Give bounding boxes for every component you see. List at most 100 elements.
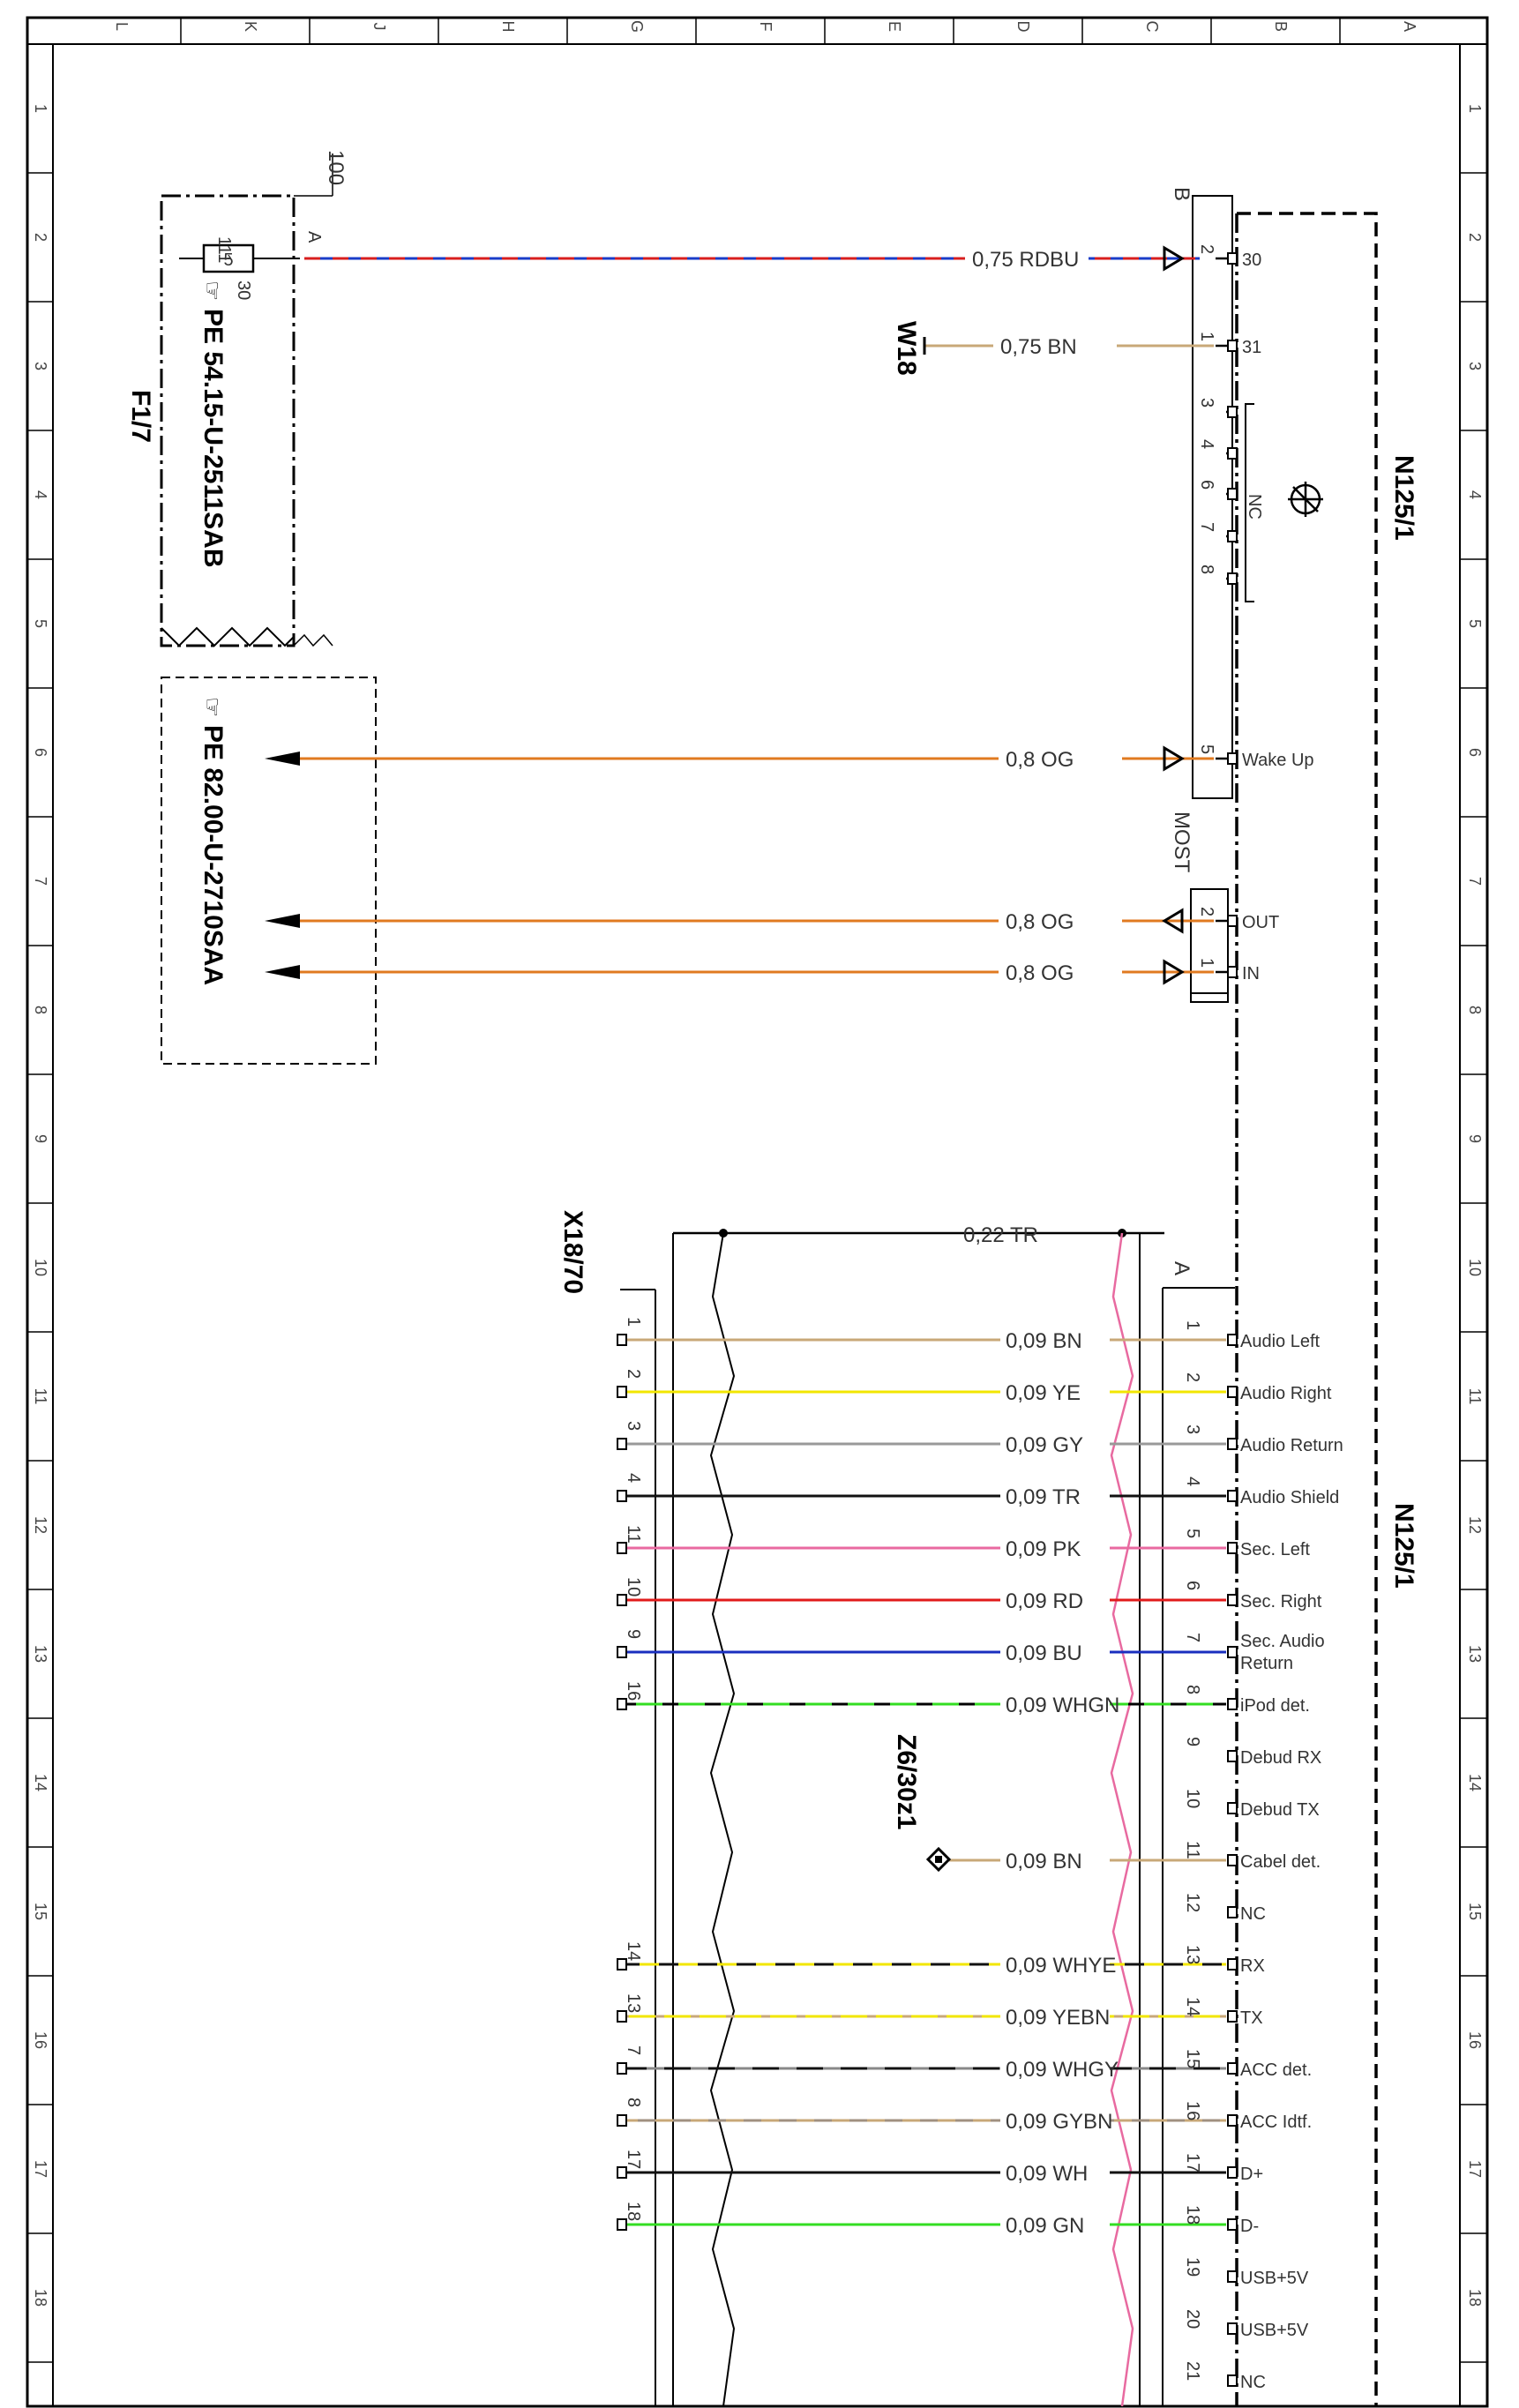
pin-number: 15 xyxy=(1183,2049,1202,2068)
pin-number: 20 xyxy=(1183,2309,1202,2329)
pin-terminal xyxy=(1227,1438,1238,1450)
page-reference-text[interactable]: PE 82.00-U-2710SAA xyxy=(198,725,228,985)
x18-pin-terminal xyxy=(617,1958,627,1971)
pin-number: 4 xyxy=(1197,439,1216,449)
module-reference-bottom: N125/1 xyxy=(1389,1503,1418,1589)
pin-terminal xyxy=(1227,340,1238,352)
row-label: 1 xyxy=(32,104,49,113)
wire-label-bg xyxy=(993,333,1117,358)
x18-pin-terminal xyxy=(617,1438,627,1450)
x18-pin-number: 4 xyxy=(624,1473,643,1483)
pin-terminal xyxy=(1227,1958,1238,1971)
row-label: 2 xyxy=(32,233,49,242)
speaker-transistor-icon xyxy=(1288,482,1323,517)
drawing-border xyxy=(27,43,1487,2406)
hand-pointer-icon: ☞ xyxy=(199,697,226,717)
module-connector-b: B xyxy=(1170,187,1194,201)
pin-terminal xyxy=(1227,1698,1238,1710)
row-label: 1 xyxy=(1466,104,1484,113)
pin-label: TX xyxy=(1240,2008,1263,2028)
row-label: 17 xyxy=(1466,2160,1484,2178)
pin-number: 3 xyxy=(1183,1425,1202,1434)
pin-label: USB+5V xyxy=(1240,2321,1309,2340)
row-label: 13 xyxy=(32,1645,49,1663)
pin-label: ACC det. xyxy=(1240,2060,1312,2080)
row-label: 14 xyxy=(1466,1774,1484,1791)
row-label: 18 xyxy=(32,2289,49,2307)
x18-pin-terminal xyxy=(617,1594,627,1606)
wire-label: 0,09 BN xyxy=(1006,1850,1082,1873)
x18-pin-terminal xyxy=(617,2010,627,2023)
wire-label: 0,09 BN xyxy=(1006,1329,1082,1353)
row-label: 10 xyxy=(1466,1259,1484,1276)
wire-label: 0,09 GN xyxy=(1006,2214,1084,2238)
pin-number: 16 xyxy=(1183,2101,1202,2120)
pin-terminal xyxy=(1227,966,1238,978)
wire-label-bg xyxy=(1000,2003,1110,2028)
pin-number: 8 xyxy=(1183,1685,1202,1694)
x18-pin-terminal xyxy=(617,1542,627,1554)
pin-number: 19 xyxy=(1183,2257,1202,2277)
pin-label: 31 xyxy=(1242,338,1261,357)
pin-number: 11 xyxy=(1183,1841,1202,1859)
wire-label: 0,09 GYBN xyxy=(1006,2110,1112,2134)
row-label: 2 xyxy=(1466,233,1484,242)
x18-pin-number: 11 xyxy=(624,1525,643,1544)
column-label: E xyxy=(886,21,903,32)
x18-pin-number: 14 xyxy=(624,1941,643,1961)
row-label: 11 xyxy=(1466,1388,1484,1405)
x18-pin-terminal xyxy=(617,2166,627,2179)
pin-number: 2 xyxy=(1183,1372,1202,1382)
splice-reference: Z6/30z1 xyxy=(892,1734,921,1829)
pin-label: Audio Left xyxy=(1240,1332,1321,1351)
most-connector xyxy=(1190,888,1229,1003)
nc-bracket-label: NC xyxy=(1245,494,1264,520)
pin-number: 8 xyxy=(1197,565,1216,574)
column-label: C xyxy=(1143,21,1161,33)
row-label: 3 xyxy=(1466,362,1484,370)
fuse-pin: A xyxy=(304,231,324,243)
x18-pin-number: 10 xyxy=(624,1577,643,1597)
row-label: 12 xyxy=(32,1516,49,1534)
wire-label-bg xyxy=(999,960,1122,984)
wire-label-bg xyxy=(999,746,1122,771)
row-label: 9 xyxy=(32,1134,49,1143)
pin-terminal xyxy=(1227,447,1238,460)
sec-audio-return-line2: Return xyxy=(1240,1654,1293,1673)
pin-number: 1 xyxy=(1197,332,1216,341)
wire-label: 0,09 WHYE xyxy=(1006,1954,1116,1978)
column-label: G xyxy=(628,20,646,33)
pin-number: 2 xyxy=(1197,907,1216,916)
wire-label: 0,09 WH xyxy=(1006,2162,1088,2186)
column-label: F xyxy=(757,22,774,32)
x18-pin-number: 3 xyxy=(624,1421,643,1431)
pin-label: RX xyxy=(1240,1956,1265,1976)
row-label: 11 xyxy=(32,1388,49,1405)
pin-label: Sec. Left xyxy=(1240,1540,1310,1559)
x18-pin-terminal xyxy=(617,1698,627,1710)
pin-label: Sec. Audio xyxy=(1240,1632,1325,1651)
pin-terminal xyxy=(1227,1906,1238,1918)
fuse-terminal-left: 111 xyxy=(214,236,234,263)
pin-terminal xyxy=(1227,1542,1238,1554)
fuse-page-reference[interactable]: PE 54.15-U-2511SAB xyxy=(198,309,228,568)
x18-pin-terminal xyxy=(617,1490,627,1502)
x18-pin-terminal xyxy=(617,2218,627,2231)
pin-number: 1 xyxy=(1183,1320,1202,1330)
wire-label-bg xyxy=(1000,1327,1110,1351)
wire-label-bg xyxy=(1000,1379,1110,1403)
pin-label: iPod det. xyxy=(1240,1696,1310,1716)
pin-label: D- xyxy=(1240,2217,1259,2236)
pin-number: 3 xyxy=(1197,398,1216,408)
fuse-box-number: 5 xyxy=(223,251,233,270)
fuse-page-number: 100 xyxy=(324,150,348,185)
row-label: 6 xyxy=(32,748,49,757)
page-reference-box: ☞ PE 82.00-U-2710SAA xyxy=(161,677,377,1065)
x18-pin-number: 17 xyxy=(624,2150,643,2169)
column-label: K xyxy=(242,21,259,32)
row-label: 16 xyxy=(32,2031,49,2049)
wire-label-bg xyxy=(965,246,1089,271)
